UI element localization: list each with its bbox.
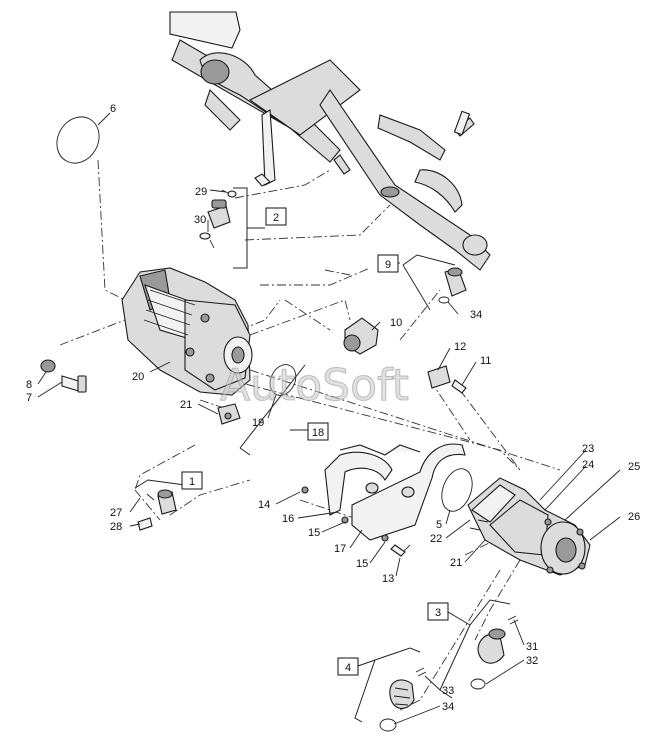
callout-8: 8: [26, 379, 32, 391]
callout-28: 28: [110, 521, 122, 533]
bolt-7-washer-8: [40, 359, 87, 393]
callout-26: 26: [628, 511, 640, 523]
fitting-group-1: [137, 489, 177, 531]
dashed-leader-lines: [59, 159, 561, 711]
callout-23: 23: [582, 443, 594, 455]
callout-27: 27: [110, 507, 122, 519]
group-brackets: [134, 187, 511, 723]
callout-34a: 34: [470, 309, 482, 321]
callout-25: 25: [628, 461, 640, 473]
callout-33: 33: [442, 685, 454, 697]
callout-7: 7: [26, 392, 32, 404]
fitting-21-upper: [217, 403, 241, 425]
callout-29: 29: [195, 186, 207, 198]
callout-17: 17: [334, 543, 346, 555]
o-ring-19: [269, 364, 297, 396]
callout-11: 11: [480, 355, 491, 367]
box-label-3: 3: [427, 602, 449, 621]
callout-20: 20: [132, 371, 144, 383]
callout-leaders: [37, 112, 621, 725]
frame-bracket-assembly: [169, 11, 491, 271]
svg-text:4: 4: [345, 662, 351, 674]
callout-10: 10: [390, 317, 402, 329]
callout-numbers: 6 29 30 20 8 7 21 19 10 34 12 11 27 28 1…: [26, 103, 640, 713]
fitting-10: [343, 317, 379, 355]
callout-21a: 21: [180, 399, 192, 411]
callout-12: 12: [454, 341, 466, 353]
callout-15b: 15: [356, 558, 368, 570]
mounting-brackets: [301, 443, 466, 557]
callout-21b: 21: [450, 557, 462, 569]
svg-text:2: 2: [273, 212, 279, 224]
fitting-group-4: [379, 667, 427, 732]
callout-19: 19: [252, 417, 264, 429]
hydraulic-pump-assembly: [467, 477, 591, 576]
callout-5: 5: [436, 519, 442, 531]
callout-24: 24: [582, 459, 594, 471]
pump-housing: [121, 267, 253, 396]
svg-text:18: 18: [312, 427, 324, 439]
fitting-group-3: [470, 615, 519, 690]
callout-16: 16: [282, 513, 294, 525]
watermark: AutoSoft: [220, 360, 409, 411]
callout-13: 13: [382, 573, 394, 585]
callout-31: 31: [526, 641, 538, 653]
fitting-29-30: [199, 189, 237, 240]
callout-32: 32: [526, 655, 538, 667]
box-label-9: 9: [377, 254, 399, 273]
box-label-18: 18: [307, 422, 329, 441]
callout-15a: 15: [308, 527, 320, 539]
callout-14: 14: [258, 499, 270, 511]
svg-text:1: 1: [189, 476, 195, 488]
svg-text:3: 3: [435, 607, 441, 619]
callout-34b: 34: [442, 701, 454, 713]
fitting-9-34: [438, 267, 467, 304]
box-label-4: 4: [337, 657, 359, 676]
box-label-1: 1: [181, 471, 203, 490]
o-ring-6: [56, 116, 100, 164]
callout-22: 22: [430, 533, 442, 545]
callout-30: 30: [194, 214, 206, 226]
bracket-bolt-11-12: [427, 365, 467, 394]
svg-text:9: 9: [385, 259, 391, 271]
callout-6: 6: [110, 103, 116, 115]
box-label-2: 2: [265, 207, 287, 226]
